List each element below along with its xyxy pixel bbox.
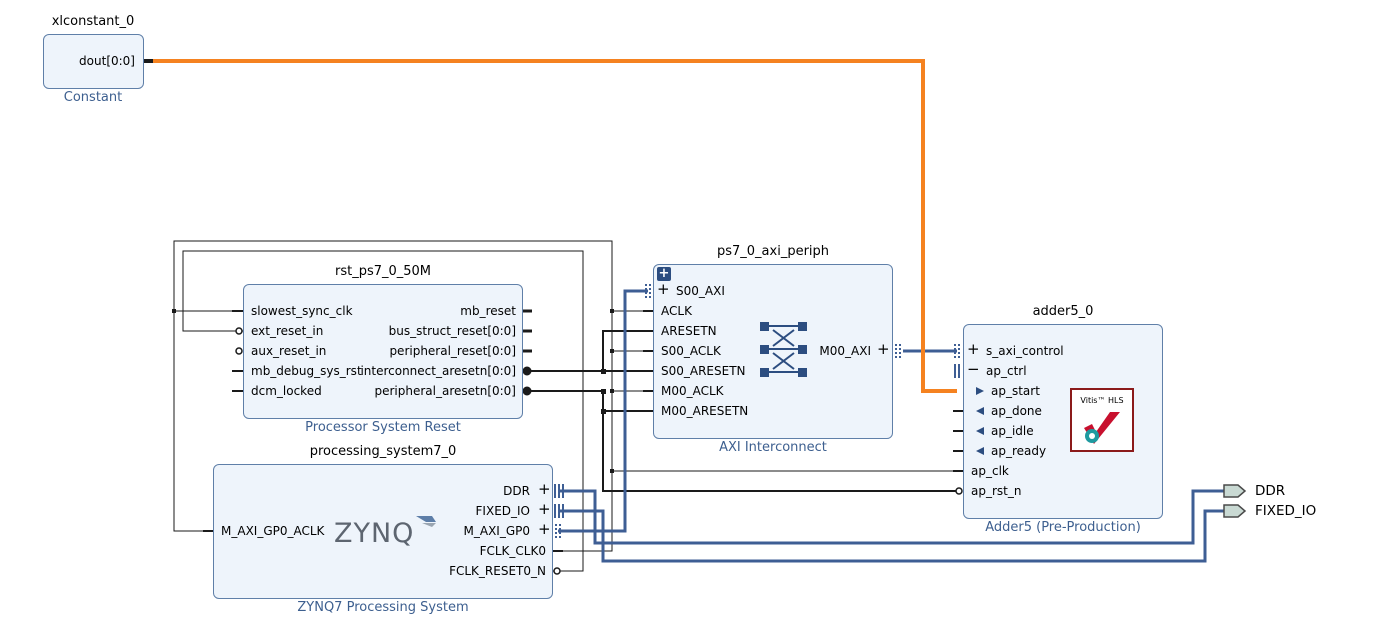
wire-interconnect-aresetn	[527, 330, 653, 372]
pin-s00-axi: S00_AXI	[676, 284, 725, 298]
crossbar-icon	[760, 322, 807, 377]
pin-bus-struct-reset: bus_struct_reset[0:0]	[388, 324, 516, 338]
wire-fclk-reset	[182, 250, 584, 572]
block-rst[interactable]	[243, 284, 523, 419]
arrow-right-icon	[976, 387, 984, 395]
pin-peripheral-aresetn: peripheral_aresetn[0:0]	[374, 384, 516, 398]
external-port-label-fixed-io: FIXED_IO	[1255, 503, 1317, 519]
pin-s00-aclk: S00_ACLK	[661, 344, 721, 358]
expand-plus-m-axi-gp0[interactable]: +	[538, 520, 551, 538]
pin-m00-aclk: M00_ACLK	[661, 384, 724, 398]
pin-mb-reset: mb_reset	[460, 304, 516, 318]
pin-ddr: DDR	[503, 484, 530, 498]
block-axi[interactable]	[653, 264, 893, 439]
external-port-ddr	[1223, 484, 1247, 498]
pin-ap-ctrl: ap_ctrl	[986, 364, 1027, 378]
collapse-minus-ap-ctrl[interactable]: −	[967, 360, 980, 378]
inst-name-axi: ps7_0_axi_periph	[716, 244, 830, 259]
pin-ap-idle: ap_idle	[991, 424, 1034, 438]
pin-fclk-clk0: FCLK_CLK0	[479, 544, 546, 558]
bus-ddr	[560, 489, 1224, 545]
block-ps7[interactable]	[213, 464, 553, 599]
bus-fixed-io	[560, 509, 1224, 563]
pin-m00-aresetn: M00_ARESETN	[661, 404, 749, 418]
expand-plus-m00-axi[interactable]: +	[877, 340, 890, 358]
pin-dout: dout[0:0]	[79, 54, 135, 68]
ip-name-ps7: ZYNQ7 Processing System	[297, 600, 469, 615]
pin-peripheral-reset: peripheral_reset[0:0]	[389, 344, 516, 358]
vitis-hls-logo-text: Vitis™ HLS	[1080, 396, 1124, 405]
ip-name-rst: Processor System Reset	[305, 420, 461, 435]
pin-fclk-reset0-n: FCLK_RESET0_N	[449, 564, 546, 578]
external-port-label-ddr: DDR	[1255, 483, 1286, 499]
block-xlconstant[interactable]	[43, 34, 144, 89]
pin-ap-ready: ap_ready	[991, 444, 1047, 458]
ip-name-constant: Constant	[63, 90, 123, 105]
external-port-fixed-io	[1223, 504, 1247, 518]
pin-fixed-io: FIXED_IO	[475, 504, 530, 518]
vitis-hls-logo: Vitis™ HLS	[1070, 388, 1134, 452]
expand-button-axi[interactable]: +	[657, 266, 671, 281]
arrow-left-icon	[976, 407, 984, 415]
zynq-logo-swoosh	[416, 516, 436, 527]
inst-name-xlconstant: xlconstant_0	[51, 14, 135, 29]
pin-aclk: ACLK	[661, 304, 692, 318]
pin-ext-reset-in: ext_reset_in	[251, 324, 324, 338]
pin-slowest-sync-clk: slowest_sync_clk	[251, 304, 353, 318]
pin-m-axi-gp0: M_AXI_GP0	[463, 524, 531, 538]
pin-aux-reset-in: aux_reset_in	[251, 344, 327, 358]
pin-dcm-locked: dcm_locked	[251, 384, 322, 398]
ip-name-axi: AXI Interconnect	[719, 440, 827, 455]
expand-plus-ddr[interactable]: +	[538, 480, 551, 498]
pin-ap-start: ap_start	[991, 384, 1040, 398]
pin-m-axi-gp0-aclk: M_AXI_GP0_ACLK	[221, 524, 325, 538]
inst-name-adder: adder5_0	[1032, 304, 1094, 319]
arrow-left-icon	[976, 427, 984, 435]
pin-aresetn: ARESETN	[661, 324, 717, 338]
wire-constant-to-ap-start	[152, 59, 957, 393]
bus-m-axi-gp0	[558, 289, 648, 533]
inst-name-rst: rst_ps7_0_50M	[334, 264, 432, 279]
pin-s00-aresetn: S00_ARESETN	[661, 364, 746, 378]
wire-peripheral-aresetn	[527, 390, 962, 492]
expand-plus-s-axi-control[interactable]: +	[967, 340, 980, 358]
zynq-logo: ZYNQ	[334, 518, 415, 549]
pin-ap-clk: ap_clk	[971, 464, 1009, 478]
pin-m00-axi: M00_AXI	[819, 344, 871, 358]
expand-plus-fixed-io[interactable]: +	[538, 500, 551, 518]
pin-ap-done: ap_done	[991, 404, 1042, 418]
pin-ap-rst-n: ap_rst_n	[971, 484, 1022, 498]
expand-plus-s00-axi[interactable]: +	[657, 280, 670, 298]
pin-interconnect-aresetn: interconnect_aresetn[0:0]	[360, 364, 516, 378]
pin-mb-debug-sys-rst: mb_debug_sys_rst	[251, 364, 362, 378]
pin-s-axi-control: s_axi_control	[986, 344, 1064, 358]
arrow-left-icon	[976, 447, 984, 455]
inst-name-ps7: processing_system7_0	[309, 444, 457, 459]
ip-name-adder: Adder5 (Pre-Production)	[985, 520, 1141, 535]
